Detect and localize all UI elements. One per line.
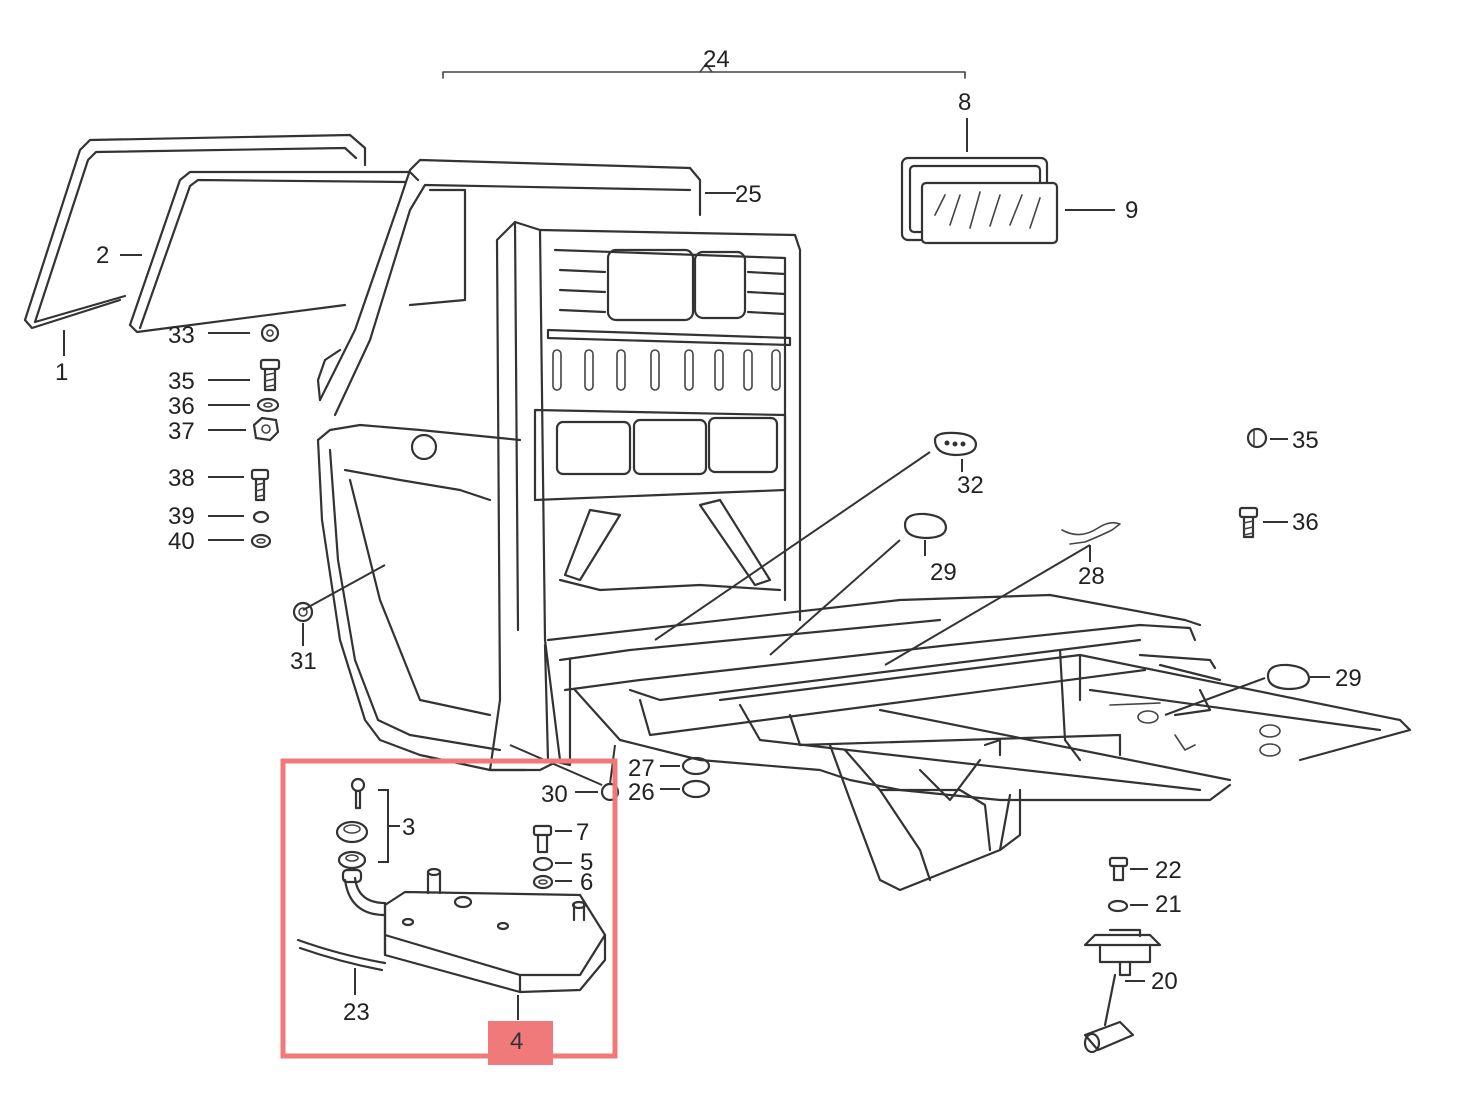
washer-6[interactable] [532,874,554,890]
reservoir-cap-seal[interactable] [335,820,369,870]
vent-slots [552,349,781,391]
part-labels: 1 2 3 4 5 6 7 8 9 20 21 22 23 24 25 26 2… [55,46,1362,1055]
label-33: 33 [168,322,195,349]
washer-33[interactable] [260,323,280,343]
windshield-seal-part[interactable] [128,170,420,334]
label-8: 8 [958,89,971,116]
reservoir-cap-screw[interactable] [350,777,366,810]
label-3: 3 [402,814,415,841]
grommet-31[interactable] [292,601,314,623]
label-36-left: 36 [168,393,195,420]
bolt-36-right[interactable] [1238,506,1259,539]
plug-26[interactable] [681,779,711,799]
label-36-right: 36 [1292,509,1319,536]
label-23: 23 [343,999,370,1026]
label-9: 9 [1125,197,1138,224]
plug-29-upper[interactable] [903,512,948,540]
label-29-lower: 29 [1335,665,1362,692]
label-20: 20 [1151,968,1178,995]
label-40: 40 [168,528,195,555]
reservoir-tank-4[interactable] [341,867,607,994]
cap-35-right[interactable] [1246,427,1268,449]
hose-23[interactable] [296,938,387,972]
label-7: 7 [576,819,589,846]
label-29-upper: 29 [930,559,957,586]
washer-40[interactable] [250,533,272,549]
highlight-box-part-4 [280,758,618,1059]
cable-28[interactable] [1061,521,1121,545]
bolt-35-left[interactable] [259,358,281,392]
label-21: 21 [1155,891,1182,918]
label-6: 6 [580,869,593,896]
label-25: 25 [735,181,762,208]
label-27: 27 [628,755,655,782]
label-28: 28 [1078,563,1105,590]
plug-27[interactable] [681,756,711,776]
washer-5[interactable] [532,856,554,872]
front-body-shell[interactable] [316,158,702,772]
assembly-bracket-24 [442,63,966,79]
windshield-frame-part[interactable] [23,133,367,330]
label-24: 24 [703,46,730,73]
bolt-38[interactable] [250,468,270,502]
label-39: 39 [168,503,195,530]
grommet-32[interactable] [933,431,978,457]
label-1: 1 [55,359,68,386]
plug-29-lower[interactable] [1266,663,1311,691]
bolt-22[interactable] [1108,856,1129,882]
label-26: 26 [628,779,655,806]
washer-21[interactable] [1107,899,1129,913]
label-32: 32 [957,472,984,499]
side-window-glass-part[interactable] [920,181,1059,245]
label-2: 2 [96,242,109,269]
label-35-right: 35 [1292,427,1319,454]
label-22: 22 [1155,857,1182,884]
label-5: 5 [580,849,593,876]
label-38: 38 [168,465,195,492]
floor-pan[interactable] [543,593,1412,892]
nut-37[interactable] [252,416,280,442]
bolt-7[interactable] [532,824,553,854]
pump-20[interactable] [1083,928,1162,1054]
highlight-tag-part-4 [488,1021,553,1065]
label-37: 37 [168,418,195,445]
label-30: 30 [541,781,568,808]
label-4: 4 [510,1028,523,1055]
washer-36-left[interactable] [256,397,280,413]
label-31: 31 [290,648,317,675]
label-35-left: 35 [168,368,195,395]
firewall-panel[interactable] [533,228,802,622]
washer-39[interactable] [252,510,270,524]
